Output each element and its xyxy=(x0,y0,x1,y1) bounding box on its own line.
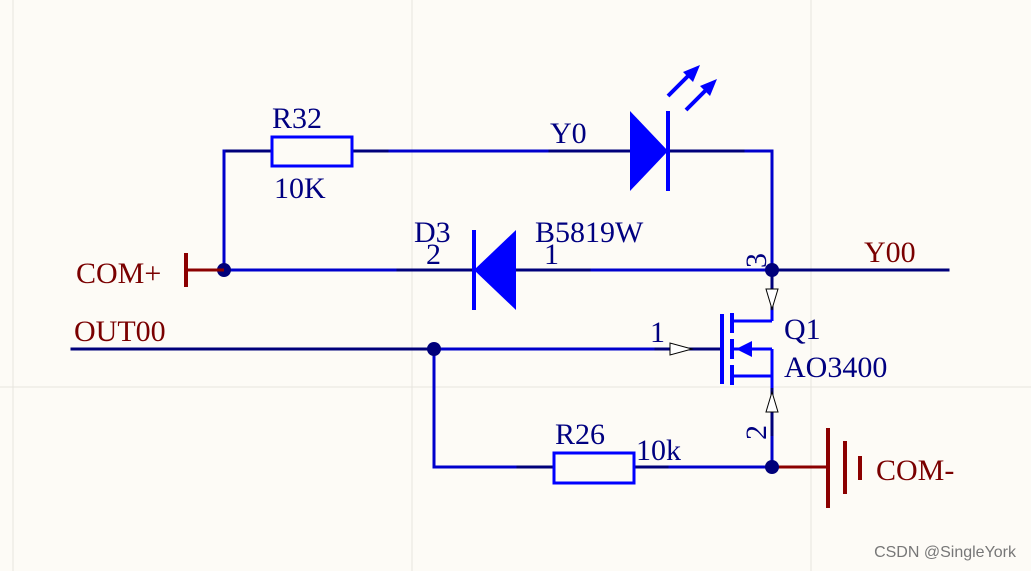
q1-pin-source: 2 xyxy=(740,425,773,440)
d3-pin-anode: 2 xyxy=(426,238,441,271)
q1-body-arrow xyxy=(736,341,752,357)
resistor-r26-body xyxy=(552,451,636,485)
q1-gate-pin-arrow xyxy=(669,342,694,356)
d3-designator: D3 xyxy=(414,216,451,249)
net-label-out00[interactable]: OUT00 xyxy=(74,315,166,348)
led-arrow-2-icon xyxy=(684,88,708,112)
r32-value: 10K xyxy=(274,172,326,205)
wires xyxy=(70,149,950,469)
resistor-r26[interactable]: R26 10k xyxy=(552,418,681,485)
junction-com-minus xyxy=(765,460,779,474)
net-label-y00[interactable]: Y00 xyxy=(864,236,916,269)
led-y0-triangle xyxy=(630,111,668,191)
led-y0[interactable]: Y0 xyxy=(550,65,717,191)
resistor-r32[interactable]: R32 10K xyxy=(270,102,354,205)
q1-pin-gate: 1 xyxy=(650,316,665,349)
net-label-com-minus: COM- xyxy=(876,454,954,487)
q1-value: AO3400 xyxy=(784,351,887,384)
net-label-com-plus: COM+ xyxy=(76,257,161,290)
q1-drain-pin-arrow xyxy=(765,288,779,311)
ground-port-com-minus[interactable]: COM- xyxy=(826,428,954,508)
mosfet-q1[interactable]: Q1 AO3400 1 3 2 xyxy=(650,253,887,440)
junctions xyxy=(217,263,779,474)
r26-designator: R26 xyxy=(555,418,605,451)
q1-pin-drain: 3 xyxy=(740,253,773,268)
resistor-r32-body xyxy=(270,135,354,168)
watermark: CSDN @SingleYork xyxy=(874,544,1017,561)
d3-pin-cathode: 1 xyxy=(544,238,559,271)
q1-source-pin-arrow xyxy=(765,390,779,413)
d3-value: B5819W xyxy=(535,216,644,249)
q1-designator: Q1 xyxy=(784,313,821,346)
r26-value: 10k xyxy=(636,434,681,467)
led-y0-designator: Y0 xyxy=(550,117,587,150)
power-port-com-plus[interactable]: COM+ xyxy=(76,253,224,290)
diode-d3-triangle xyxy=(474,230,516,310)
junction-out00 xyxy=(427,342,441,356)
diode-d3[interactable]: D3 B5819W 2 1 xyxy=(414,216,644,310)
led-arrow-1-icon xyxy=(666,74,690,98)
r32-designator: R32 xyxy=(272,102,322,135)
